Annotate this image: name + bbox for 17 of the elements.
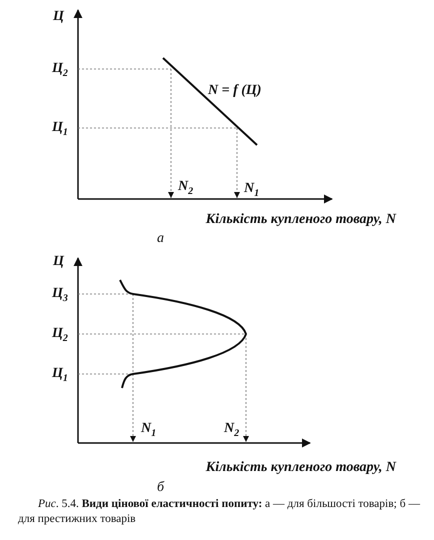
figure-caption: Рис. 5.4. Види цінової еластичності попиту: а — для більшості товарів; б — для престижних товарів [18, 497, 421, 527]
tick-label: N$_{1}$ [141, 422, 156, 439]
tick-label: N$_{1}$ [244, 182, 260, 199]
panel-letter: б [157, 481, 164, 495]
tick-label: Ц$_{3}$ [52, 287, 68, 304]
tick-label: Ц$_{2}$ [52, 327, 68, 344]
panel-letter: а [157, 232, 164, 246]
tick-label: N$_{2}$ [178, 180, 194, 197]
axis-label: Кількість купленого товару, N [206, 461, 396, 475]
axis-label: Ц [53, 10, 64, 24]
tick-label: Ц$_{2}$ [52, 62, 68, 79]
tick-label: N$_{2}$ [224, 422, 240, 439]
axis-label: Ц [53, 255, 64, 269]
tick-label: Ц$_{1}$ [52, 367, 68, 384]
curve-label: N = f (Ц) [208, 84, 262, 98]
axis-label: Кількість купленого товару, N [206, 213, 396, 227]
tick-label: Ц$_{1}$ [52, 121, 68, 138]
